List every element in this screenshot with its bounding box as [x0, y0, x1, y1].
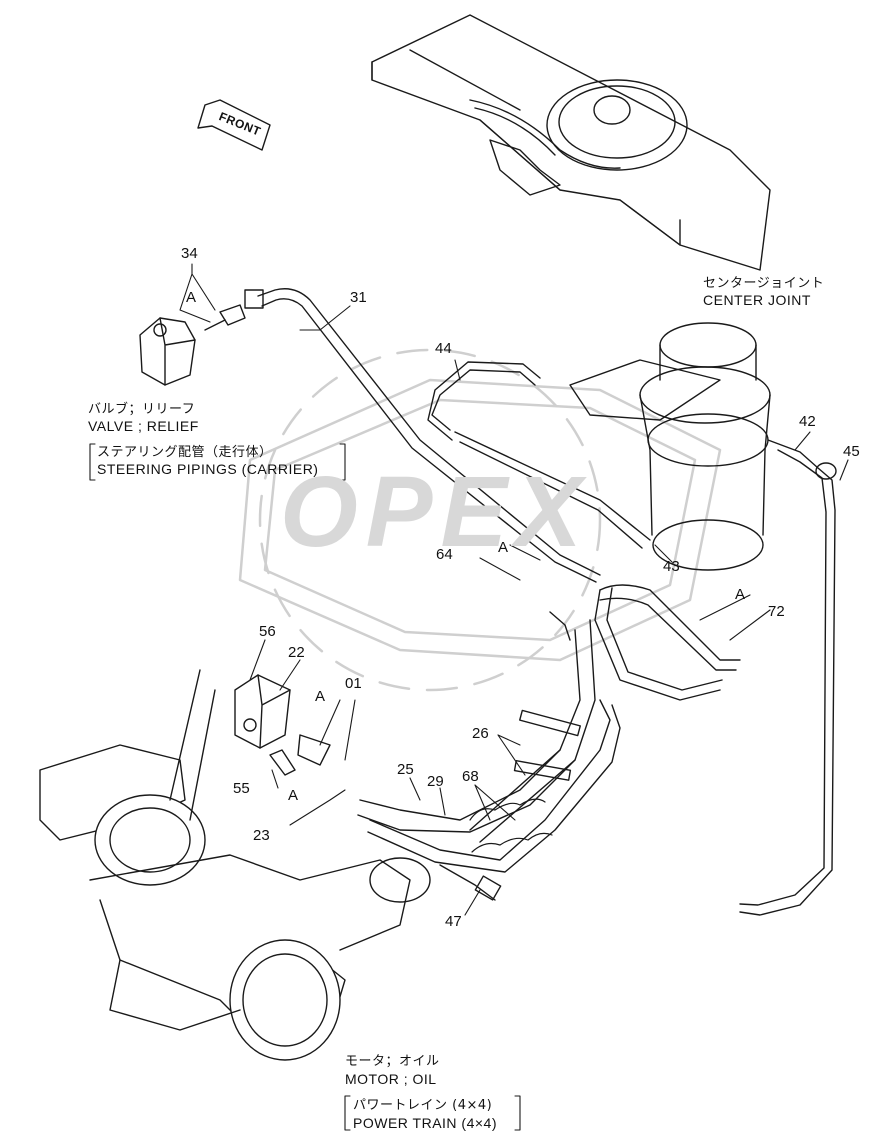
- callout-64: 64: [436, 546, 453, 563]
- callout-22: 22: [288, 644, 305, 661]
- ref-mark-a: A: [315, 688, 326, 705]
- callout-72: 72: [768, 603, 785, 620]
- relief-valve: [139, 304, 246, 386]
- callout-55: 55: [233, 780, 250, 797]
- power-train-label-en: POWER TRAIN (4×4): [353, 1115, 497, 1131]
- power-train-label-jp: パワートレイン (4×4): [353, 1098, 493, 1113]
- center-joint-label-jp: センタージョイント: [703, 276, 825, 291]
- callout-43: 43: [663, 558, 680, 575]
- ref-mark-a: A: [735, 586, 746, 603]
- center-joint: [569, 322, 771, 571]
- oil-motor-power-train: [39, 669, 431, 1061]
- watermark-logo: [238, 348, 722, 692]
- callout-31: 31: [350, 289, 367, 306]
- callout-68: 68: [462, 768, 479, 785]
- callout-44: 44: [435, 340, 452, 357]
- label-brackets: [89, 443, 521, 1131]
- valve-label-jp: バルブ；リリーフ: [88, 402, 196, 417]
- motor-label-en: MOTOR ; OIL: [345, 1071, 437, 1087]
- callout-47: 47: [445, 913, 462, 930]
- steering-label-en: STEERING PIPINGS (CARRIER): [97, 461, 319, 477]
- ref-mark-a: A: [498, 539, 509, 556]
- callout-56: 56: [259, 623, 276, 640]
- callout-34: 34: [181, 245, 198, 262]
- callout-29: 29: [427, 773, 444, 790]
- fitting-47: [439, 864, 502, 901]
- upper-frame: [371, 14, 771, 271]
- front-arrow-icon: [197, 99, 271, 151]
- ref-mark-a: A: [186, 289, 197, 306]
- watermark-text: OPEX: [280, 456, 590, 568]
- callout-25: 25: [397, 761, 414, 778]
- center-joint-label-en: CENTER JOINT: [703, 292, 811, 308]
- callout-23: 23: [253, 827, 270, 844]
- pipe-31: [244, 288, 601, 583]
- leader-lines: [179, 263, 849, 916]
- valve-label-en: VALVE ; RELIEF: [88, 418, 199, 434]
- pipe-45: [739, 439, 837, 916]
- clamp-26: [513, 709, 581, 781]
- callout-01: 01: [345, 675, 362, 692]
- ref-mark-a: A: [288, 787, 299, 804]
- manifold-block-22: [234, 674, 331, 776]
- hose-sleeves: [469, 798, 553, 853]
- pipe-44: [427, 361, 651, 549]
- callout-42: 42: [799, 413, 816, 430]
- hose-bundle: [357, 584, 741, 873]
- motor-label-jp: モータ；オイル: [345, 1054, 440, 1069]
- steering-label-jp: ステアリング配管（走行体）: [97, 445, 273, 460]
- callout-26: 26: [472, 725, 489, 742]
- callout-45: 45: [843, 443, 860, 460]
